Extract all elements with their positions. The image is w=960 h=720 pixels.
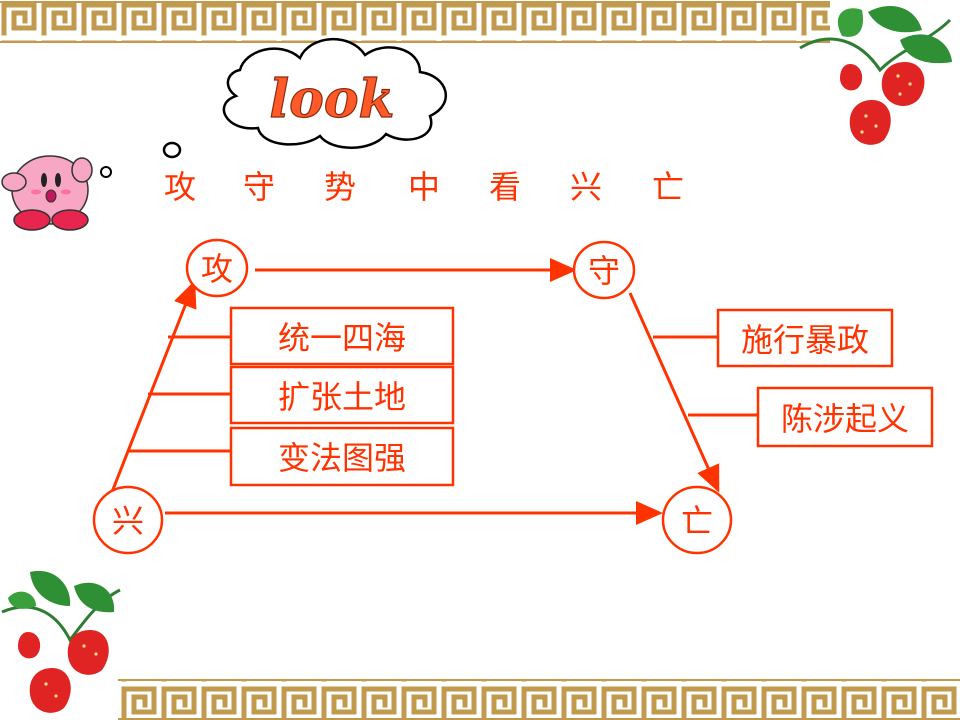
diagram-connectors bbox=[110, 258, 758, 525]
arrow-shou-to-wang bbox=[628, 292, 720, 493]
node-xing-label: 兴 bbox=[112, 502, 144, 540]
top-meander-border bbox=[0, 1, 830, 43]
node-wang: 亡 bbox=[661, 485, 733, 555]
bottom-meander-border bbox=[118, 679, 960, 720]
arrow-xing-to-gong bbox=[110, 280, 197, 493]
look-label: look bbox=[269, 69, 394, 130]
node-shou: 守 bbox=[572, 240, 636, 300]
subtitle-char: 中 bbox=[408, 168, 440, 206]
subtitle-row: 攻 守 势 中 看 兴 亡 bbox=[164, 168, 684, 206]
right-box-2: 陈涉起义 bbox=[756, 386, 934, 448]
strawberry-top-right-icon bbox=[799, 6, 952, 145]
subtitle-char: 守 bbox=[243, 168, 275, 206]
node-wang-label: 亡 bbox=[681, 502, 713, 540]
subtitle-char: 兴 bbox=[570, 168, 602, 206]
node-gong-label: 攻 bbox=[201, 250, 233, 288]
left-box-3-label: 变法图强 bbox=[278, 439, 406, 477]
subtitle-char: 势 bbox=[324, 168, 356, 206]
strawberry-bottom-left-icon bbox=[1, 570, 121, 713]
node-gong: 攻 bbox=[185, 238, 249, 298]
left-box-3: 变法图强 bbox=[229, 426, 455, 487]
subtitle-char: 亡 bbox=[652, 168, 684, 206]
left-box-2-label: 扩张土地 bbox=[278, 378, 406, 416]
subtitle-char: 攻 bbox=[164, 168, 196, 206]
right-box-1-label: 施行暴政 bbox=[741, 321, 869, 359]
thought-cloud: look bbox=[100, 38, 448, 178]
left-box-1: 统一四海 bbox=[229, 306, 455, 366]
left-box-1-label: 统一四海 bbox=[278, 319, 406, 357]
left-box-2: 扩张土地 bbox=[229, 365, 455, 425]
node-xing: 兴 bbox=[92, 485, 164, 555]
node-shou-label: 守 bbox=[588, 252, 620, 290]
right-box-2-label: 陈涉起义 bbox=[781, 400, 909, 438]
kirby-character-icon bbox=[1, 155, 93, 231]
right-box-1: 施行暴政 bbox=[716, 308, 894, 368]
subtitle-char: 看 bbox=[489, 168, 521, 206]
